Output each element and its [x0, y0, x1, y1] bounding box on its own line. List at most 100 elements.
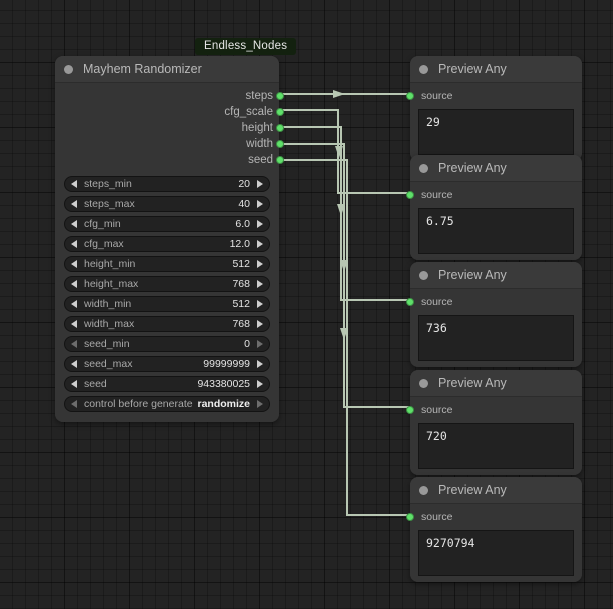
node-preview-any-1[interactable]: Preview Any source 29	[406, 56, 582, 161]
widget-value[interactable]: 943380025	[197, 378, 250, 390]
output-port-dot[interactable]	[276, 92, 284, 100]
widget-value[interactable]: 768	[232, 318, 250, 330]
output-slot-height[interactable]: height	[55, 120, 284, 136]
decrement-arrow-icon[interactable]	[71, 220, 77, 228]
widget-width-max[interactable]: width_max 768	[64, 316, 270, 332]
widget-seed[interactable]: seed 943380025	[64, 376, 270, 392]
increment-arrow-icon[interactable]	[257, 240, 263, 248]
widget-control-before-generate[interactable]: control before generate randomize	[64, 396, 270, 412]
input-slot-source[interactable]: source	[406, 401, 582, 419]
widget-label: seed_min	[84, 338, 130, 350]
widget-value[interactable]: 768	[232, 278, 250, 290]
widget-seed-max[interactable]: seed_max 99999999	[64, 356, 270, 372]
widget-value[interactable]: 40	[238, 198, 250, 210]
node-preview-any-4[interactable]: Preview Any source 720	[406, 370, 582, 475]
widget-value[interactable]: 0	[244, 338, 250, 350]
node-preview-any-5[interactable]: Preview Any source 9270794	[406, 477, 582, 582]
output-slot-seed[interactable]: seed	[55, 152, 284, 168]
previous-option-arrow-icon[interactable]	[71, 400, 77, 408]
node-header[interactable]: Preview Any	[410, 262, 582, 289]
collapse-circle-icon[interactable]	[419, 64, 428, 74]
input-port-dot[interactable]	[406, 298, 414, 306]
node-header[interactable]: Preview Any	[410, 56, 582, 83]
decrement-arrow-icon[interactable]	[71, 320, 77, 328]
collapse-circle-icon[interactable]	[419, 485, 428, 495]
node-header[interactable]: Mayhem Randomizer	[55, 56, 279, 83]
decrement-arrow-icon[interactable]	[71, 380, 77, 388]
group-title-badge[interactable]: Endless_Nodes	[195, 38, 297, 55]
increment-arrow-icon[interactable]	[257, 260, 263, 268]
increment-arrow-icon[interactable]	[257, 320, 263, 328]
input-slot-source[interactable]: source	[406, 293, 582, 311]
decrement-arrow-icon[interactable]	[71, 280, 77, 288]
preview-value-box[interactable]: 6.75	[418, 208, 574, 254]
widget-value[interactable]: 512	[232, 258, 250, 270]
output-port-dot[interactable]	[276, 108, 284, 116]
widget-label: cfg_max	[84, 238, 124, 250]
increment-arrow-icon[interactable]	[257, 280, 263, 288]
widget-steps-min[interactable]: steps_min 20	[64, 176, 270, 192]
widget-cfg-max[interactable]: cfg_max 12.0	[64, 236, 270, 252]
widget-list: steps_min 20 steps_max 40 cfg_min 6.0	[55, 176, 279, 412]
collapse-circle-icon[interactable]	[419, 270, 428, 280]
widget-width-min[interactable]: width_min 512	[64, 296, 270, 312]
decrement-arrow-icon[interactable]	[71, 300, 77, 308]
widget-value[interactable]: 12.0	[229, 238, 250, 250]
input-slot-source[interactable]: source	[406, 87, 582, 105]
decrement-arrow-icon[interactable]	[71, 340, 77, 348]
increment-arrow-icon[interactable]	[257, 300, 263, 308]
decrement-arrow-icon[interactable]	[71, 360, 77, 368]
output-slot-width[interactable]: width	[55, 136, 284, 152]
input-slot-source[interactable]: source	[406, 186, 582, 204]
increment-arrow-icon[interactable]	[257, 380, 263, 388]
collapse-circle-icon[interactable]	[419, 378, 428, 388]
widget-height-max[interactable]: height_max 768	[64, 276, 270, 292]
widget-height-min[interactable]: height_min 512	[64, 256, 270, 272]
output-slot-cfg-scale[interactable]: cfg_scale	[55, 104, 284, 120]
increment-arrow-icon[interactable]	[257, 220, 263, 228]
node-header[interactable]: Preview Any	[410, 477, 582, 504]
widget-cfg-min[interactable]: cfg_min 6.0	[64, 216, 270, 232]
widget-steps-max[interactable]: steps_max 40	[64, 196, 270, 212]
widget-value[interactable]: 512	[232, 298, 250, 310]
widget-value[interactable]: 99999999	[203, 358, 250, 370]
widget-label: control before generate	[84, 398, 193, 410]
collapse-circle-icon[interactable]	[419, 163, 428, 173]
decrement-arrow-icon[interactable]	[71, 260, 77, 268]
widget-value[interactable]: 6.0	[235, 218, 250, 230]
output-port-dot[interactable]	[276, 124, 284, 132]
increment-arrow-icon[interactable]	[257, 340, 263, 348]
input-port-dot[interactable]	[406, 191, 414, 199]
increment-arrow-icon[interactable]	[257, 180, 263, 188]
output-slot-steps[interactable]: steps	[55, 88, 284, 104]
preview-value-box[interactable]: 9270794	[418, 530, 574, 576]
next-option-arrow-icon[interactable]	[257, 400, 263, 408]
widget-seed-min[interactable]: seed_min 0	[64, 336, 270, 352]
widget-label: steps_max	[84, 198, 135, 210]
input-port-dot[interactable]	[406, 406, 414, 414]
preview-value-box[interactable]: 29	[418, 109, 574, 155]
output-port-dot[interactable]	[276, 140, 284, 148]
increment-arrow-icon[interactable]	[257, 200, 263, 208]
widget-value[interactable]: 20	[238, 178, 250, 190]
preview-value-box[interactable]: 720	[418, 423, 574, 469]
widget-label: cfg_min	[84, 218, 121, 230]
decrement-arrow-icon[interactable]	[71, 200, 77, 208]
input-port-dot[interactable]	[406, 513, 414, 521]
node-mayhem-randomizer[interactable]: Mayhem Randomizer steps cfg_scale height…	[55, 56, 284, 422]
increment-arrow-icon[interactable]	[257, 360, 263, 368]
node-preview-any-3[interactable]: Preview Any source 736	[406, 262, 582, 367]
output-port-dot[interactable]	[276, 156, 284, 164]
node-preview-any-2[interactable]: Preview Any source 6.75	[406, 155, 582, 260]
decrement-arrow-icon[interactable]	[71, 180, 77, 188]
collapse-circle-icon[interactable]	[64, 64, 73, 74]
input-slot-source[interactable]: source	[406, 508, 582, 526]
preview-value-box[interactable]: 736	[418, 315, 574, 361]
node-body: source 6.75	[406, 186, 582, 260]
decrement-arrow-icon[interactable]	[71, 240, 77, 248]
input-port-dot[interactable]	[406, 92, 414, 100]
node-header[interactable]: Preview Any	[410, 370, 582, 397]
node-header[interactable]: Preview Any	[410, 155, 582, 182]
widget-value[interactable]: randomize	[197, 398, 250, 410]
